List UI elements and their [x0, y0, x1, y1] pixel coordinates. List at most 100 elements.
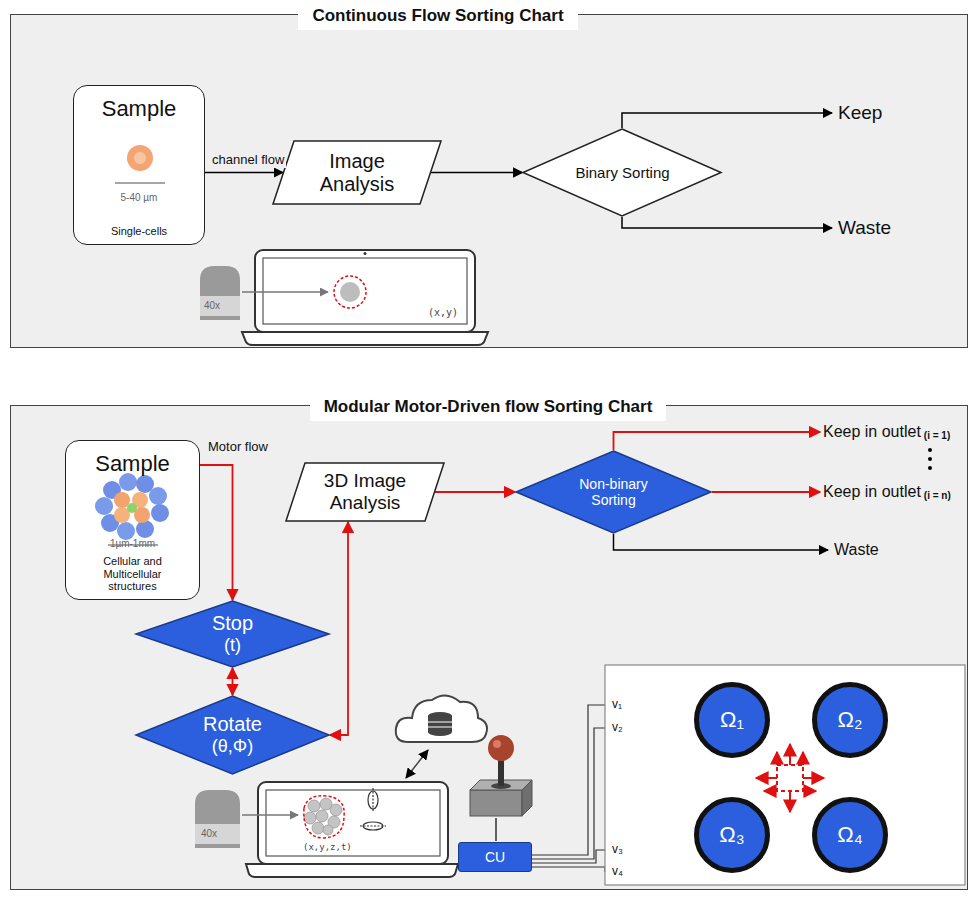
sample-ground [65, 440, 200, 600]
objective-lens [195, 790, 240, 848]
flow-connector [200, 465, 233, 600]
decision-diamond: Binary Sorting [522, 128, 722, 217]
flow-connector [205, 172, 283, 174]
sample-note: Cellular and Multicellular structures [83, 555, 183, 593]
node-text: Ω₄ [837, 822, 862, 847]
objective-band [195, 824, 240, 844]
signal-name: v₃ [612, 843, 623, 857]
node-text: Rotate [203, 713, 262, 736]
imaged-cluster [304, 798, 342, 835]
node-text: (θ,Φ) [212, 736, 253, 757]
node-text: Sample [102, 96, 177, 121]
sample-note: 5-40 µm [121, 192, 158, 204]
edge-label: channel flow [210, 153, 286, 168]
scale-bar [115, 182, 165, 184]
laptop-base [246, 864, 458, 877]
laptop-base [242, 332, 488, 345]
joystick-icon [470, 735, 532, 816]
node-text: 3D Image Analysis [313, 470, 418, 514]
edge-label: Motor flow [206, 440, 270, 455]
coordinate-label: (x,y) [428, 307, 458, 319]
waste-arrow [622, 217, 832, 228]
panel-title: Modular Motor-Driven flow Sorting Chart [310, 393, 667, 421]
single-cell [127, 145, 153, 171]
flow-connector [431, 172, 522, 174]
node-text: Stop [212, 612, 253, 635]
sync-arrow [406, 750, 428, 778]
detection-outline [304, 796, 344, 838]
multicellular-cluster [95, 473, 169, 540]
signal-name: v₄ [612, 865, 623, 879]
outlet-index: (i = 1) [924, 430, 950, 442]
rotation-icons [360, 788, 386, 830]
flow-connector [330, 522, 348, 735]
objective-lens [200, 266, 240, 320]
node-text: Non-binary Sorting [569, 476, 659, 508]
laptop-display [263, 258, 467, 324]
outlet-circle: Ω₁ [694, 682, 770, 758]
flow-directions [756, 744, 824, 812]
sample-note: Single-cells [111, 225, 167, 238]
outlet-label: Keep in outlet [823, 483, 921, 501]
node-text: Binary Sorting [575, 164, 669, 181]
node-text: (t) [224, 635, 241, 656]
database-icon [428, 712, 452, 736]
detection-outline [334, 276, 366, 308]
outlet-label: Waste [838, 217, 891, 239]
io-parallelogram: Image Analysis [272, 140, 442, 205]
control-unit: CU [458, 842, 532, 872]
laptop-screen [255, 250, 475, 332]
node-text: Ω₂ [838, 707, 863, 732]
outlet-arrow [712, 491, 820, 493]
joystick-wire [495, 818, 497, 841]
sample-ground [73, 85, 205, 245]
io-parallelogram: 3D Image Analysis [285, 462, 445, 522]
signal-name: v₁ [612, 698, 622, 712]
panel-ground [10, 405, 968, 890]
node-text: Sample [95, 451, 170, 476]
outlet-circle: Ω₂ [812, 682, 888, 758]
stop-diamond: Stop(t) [135, 600, 330, 668]
coordinate-label: (x,y,z,t) [303, 842, 352, 852]
panel-frame: Continuous Flow Sorting ChartSample5-40 … [10, 14, 968, 348]
outlet-label: Keep [838, 102, 882, 124]
imaging-arrow [242, 814, 298, 816]
sample-box: Sample 1µm-1mmCellular and Multicellular … [65, 440, 200, 600]
imaged-cell [340, 282, 360, 302]
outlet-index: (i = n) [924, 490, 951, 502]
sample-note: 1µm-1mm [110, 538, 155, 550]
imaging-arrow [242, 291, 328, 293]
node-text: CU [485, 849, 505, 865]
keep-arrow [622, 113, 832, 128]
control-wires [532, 705, 605, 872]
outlet-label: Waste [834, 541, 879, 559]
node-text: Ω₃ [719, 822, 744, 847]
laptop-screen [258, 782, 448, 864]
cell-nucleus [134, 152, 146, 164]
node-text: Ω₁ [720, 707, 744, 732]
node-text: Image Analysis [307, 150, 407, 196]
outlet-label: Keep in outlet [823, 423, 921, 441]
objective-band [200, 296, 240, 316]
sample-box: Sample 5-40 µm Single-cells [73, 85, 205, 245]
cloud-icon [396, 695, 487, 742]
chamber-panel [605, 665, 965, 885]
signal-name: v₂ [612, 721, 623, 735]
outlet-circle: Ω₄ [812, 797, 888, 873]
laptop-display [266, 790, 440, 856]
magnification-label: 40x [201, 828, 217, 840]
outlet-arrow [614, 432, 821, 450]
sorting-diamond: Non-binary Sorting [515, 450, 712, 534]
outlet-circle: Ω₃ [694, 797, 770, 873]
panel-title: Continuous Flow Sorting Chart [298, 2, 577, 30]
waste-arrow [614, 534, 829, 550]
magnification-label: 40x [204, 300, 220, 312]
flow-connector [435, 491, 515, 493]
ellipsis-dots [928, 448, 932, 470]
panel-frame: Modular Motor-Driven flow Sorting ChartS… [10, 405, 968, 890]
rotate-diamond: Rotate(θ,Φ) [135, 695, 330, 775]
flow-connector [232, 668, 234, 695]
panel-ground [10, 14, 968, 348]
